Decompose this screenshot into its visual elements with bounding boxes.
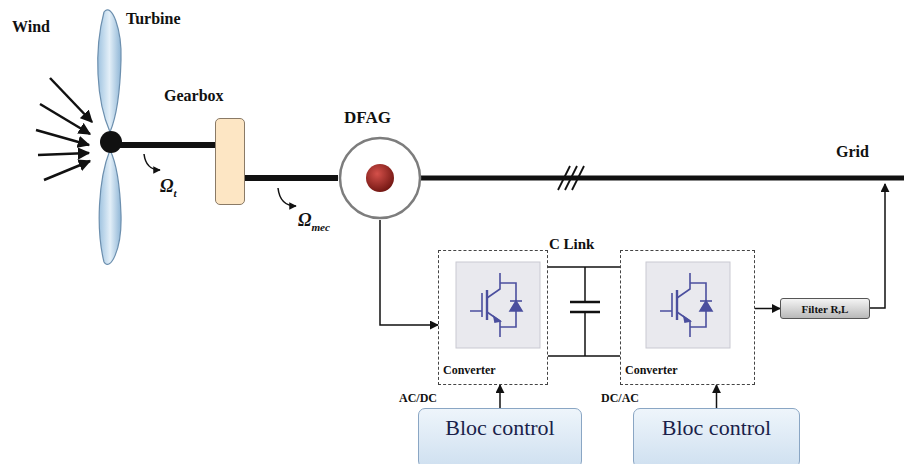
node-subtitle: AC/DC xyxy=(399,391,437,406)
node-title: DFAG xyxy=(344,108,391,128)
converter-box: ConverterDC/AC xyxy=(620,250,755,385)
generator-symbol xyxy=(338,136,422,220)
node-title: Bloc control xyxy=(419,415,581,441)
generator-circle: DFAG xyxy=(338,136,422,220)
rotation-arrow xyxy=(144,154,160,170)
wind-label: Wind xyxy=(12,18,50,36)
grid-label: Grid xyxy=(836,143,869,161)
wire-connector xyxy=(548,266,620,268)
node-title: Converter xyxy=(625,363,678,378)
wire-connector xyxy=(755,308,780,310)
wire-connector xyxy=(499,385,501,408)
turbine-shaft xyxy=(120,142,215,148)
turbine-rotor xyxy=(98,10,121,264)
igbt-symbol xyxy=(456,262,540,348)
wind-arrows xyxy=(36,78,92,180)
control-block: Bloc control xyxy=(418,408,582,464)
three-phase-mark xyxy=(558,166,584,190)
control-block: Bloc control xyxy=(633,408,800,464)
filter-box: Filter R,L xyxy=(780,298,870,319)
filter-wire xyxy=(870,184,885,308)
node-title: Converter xyxy=(443,363,496,378)
speed-symbol: Ωt xyxy=(160,176,177,199)
dc-link-label: C Link xyxy=(549,236,594,253)
node-title: Bloc control xyxy=(634,415,799,441)
turbine-label: Turbine xyxy=(126,10,181,28)
wire-connector xyxy=(716,385,718,408)
dc-link-capacitor xyxy=(548,267,620,356)
node-title: Gearbox xyxy=(164,87,224,105)
wire-connector xyxy=(380,220,438,325)
speed-symbol: Ωmec xyxy=(298,210,330,233)
drive-shaft xyxy=(245,175,338,181)
rotation-arrow xyxy=(278,188,296,206)
turbine-hub xyxy=(100,131,122,153)
igbt-symbol xyxy=(646,262,730,348)
converter-box: ConverterAC/DC xyxy=(438,250,548,385)
grid-line xyxy=(420,176,904,181)
node-title: Filter R,L xyxy=(802,303,849,315)
node-subtitle: DC/AC xyxy=(601,391,639,406)
gearbox-box: Gearbox xyxy=(215,118,245,205)
